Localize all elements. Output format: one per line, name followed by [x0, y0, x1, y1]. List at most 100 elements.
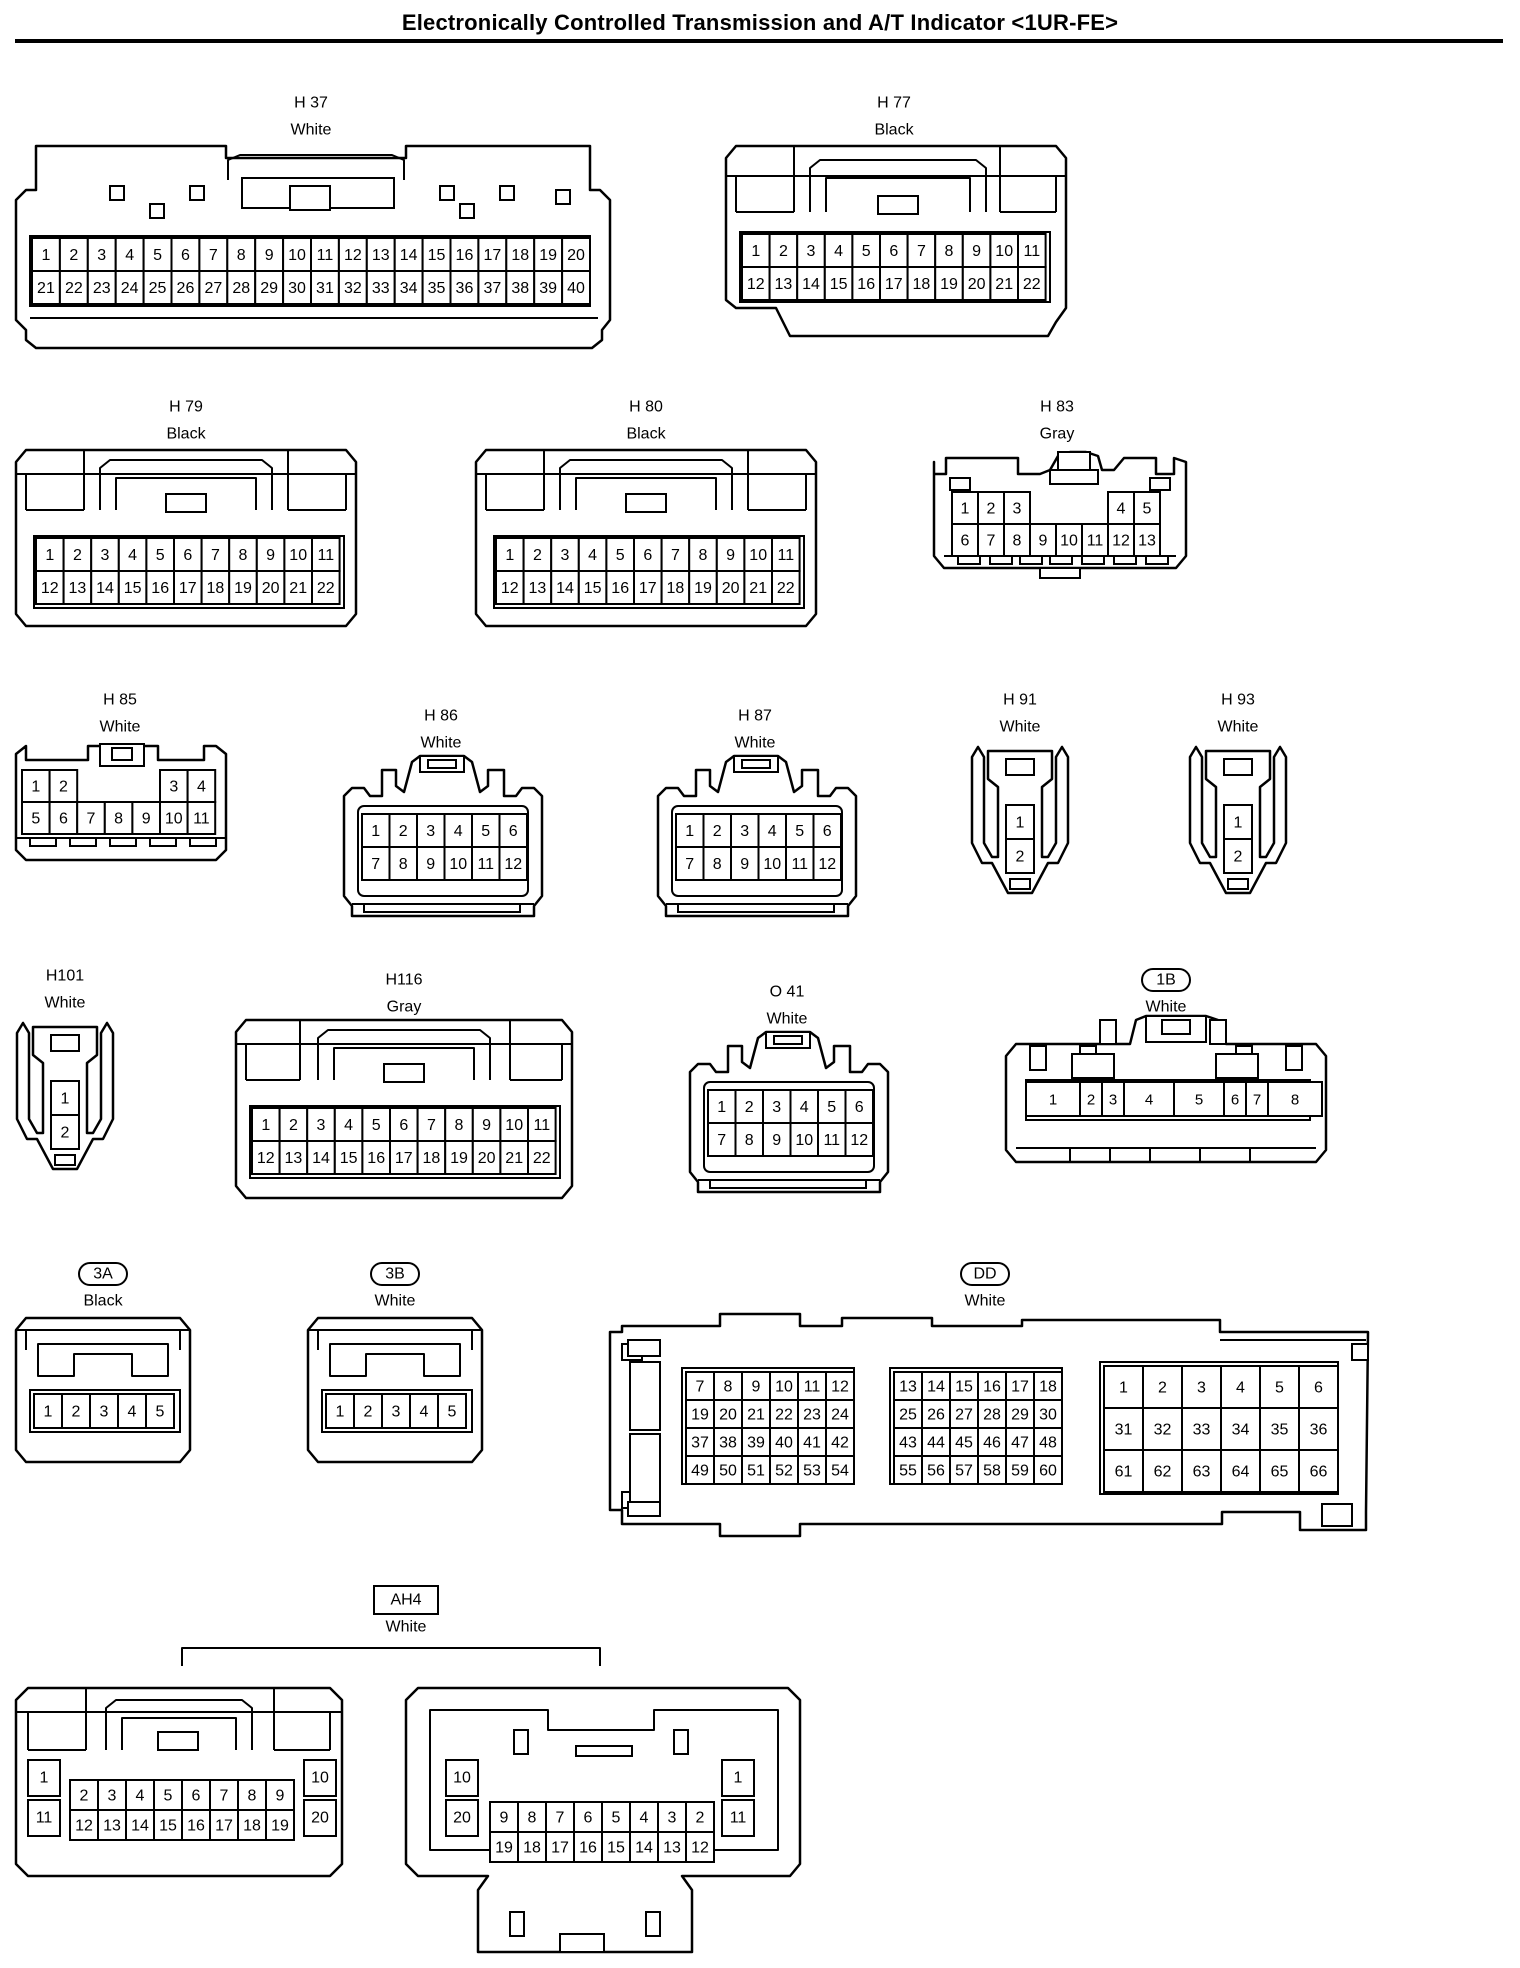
housing-outline	[333, 1047, 475, 1080]
pin-number: 51	[747, 1463, 765, 1480]
pin-number: 14	[96, 580, 114, 597]
latch-tab	[1321, 1503, 1353, 1527]
pin-number: 3	[426, 823, 435, 840]
pin-number: 7	[209, 247, 218, 264]
pin-number: 65	[1271, 1464, 1289, 1481]
pin-number: 9	[772, 1132, 781, 1149]
pin-number: 15	[607, 1840, 625, 1857]
pin-number: 9	[276, 1788, 285, 1805]
housing-outline	[15, 1021, 115, 1171]
connector-color: Gray	[1040, 426, 1075, 443]
pin-number: 2	[69, 247, 78, 264]
latch-tab	[439, 185, 455, 201]
pin-number: 4	[588, 547, 597, 564]
slot	[989, 555, 1013, 565]
housing-part	[111, 747, 133, 761]
pin-number: 10	[775, 1379, 793, 1396]
pin-number: 16	[857, 276, 875, 293]
pin-cell	[471, 1140, 502, 1175]
pin-number: 59	[1011, 1463, 1029, 1480]
pin-number: 3	[740, 823, 749, 840]
pin-number: 3	[108, 1788, 117, 1805]
housing-outline	[608, 1312, 1370, 1538]
pin-number: 37	[691, 1435, 709, 1452]
pin-number: 27	[955, 1407, 973, 1424]
pin-cell	[1267, 1081, 1323, 1117]
pin-number: 31	[1115, 1422, 1133, 1439]
pin-cell	[389, 1107, 419, 1142]
pin-number: 9	[972, 243, 981, 260]
pin-number: 5	[827, 1099, 836, 1116]
pin-number: 13	[285, 1150, 303, 1167]
pin-number: 2	[987, 501, 996, 518]
pin-number: 18	[243, 1818, 261, 1835]
pin-number: 50	[719, 1463, 737, 1480]
connector-color: Black	[626, 426, 666, 443]
pin-number: 12	[831, 1379, 849, 1396]
pin-cell	[921, 1455, 951, 1485]
latch-tab	[157, 1731, 199, 1751]
slot	[1227, 878, 1249, 890]
connector-color: White	[767, 1011, 808, 1028]
pin-number: 12	[818, 856, 836, 873]
slot	[363, 903, 521, 913]
pin-number: 19	[539, 247, 557, 264]
pin-number: 30	[288, 280, 306, 297]
pin-number: 9	[1039, 533, 1048, 550]
connector-id: H 86	[424, 708, 458, 725]
pin-cell	[527, 1140, 557, 1175]
pin-number: 12	[504, 856, 522, 873]
housing-outline	[14, 1686, 344, 1878]
pin-cell	[1103, 1407, 1144, 1451]
pin-cell	[477, 270, 508, 305]
pin-number: 28	[232, 280, 250, 297]
pin-number: 4	[125, 247, 134, 264]
pin-number: 9	[726, 547, 735, 564]
pin-number: 8	[699, 547, 708, 564]
pin-cell	[153, 1809, 183, 1841]
pin-number: 12	[41, 580, 59, 597]
pin-number: 11	[791, 856, 808, 873]
pin-number: 13	[69, 580, 87, 597]
pin-number: 3	[1109, 1092, 1117, 1109]
pin-number: 18	[511, 247, 529, 264]
pin-number: 17	[215, 1818, 233, 1835]
pin-number: 10	[165, 811, 183, 828]
pin-number: 35	[1271, 1422, 1289, 1439]
pin-number: 16	[456, 247, 474, 264]
pin-cell	[1017, 266, 1047, 301]
pin-cell	[61, 1393, 91, 1429]
pin-number: 47	[1011, 1435, 1029, 1452]
housing-outline	[342, 754, 544, 918]
connector-color: White	[375, 1293, 416, 1310]
pin-number: 22	[533, 1150, 551, 1167]
pin-number: 19	[495, 1840, 513, 1857]
pin-number: 5	[862, 243, 871, 260]
pin-number: 16	[579, 1840, 597, 1857]
pin-number: 11	[193, 811, 210, 828]
pin-number: 15	[340, 1150, 358, 1167]
pin-number: 14	[312, 1150, 330, 1167]
pin-number: 7	[917, 243, 926, 260]
pin-number: 15	[428, 247, 446, 264]
pin-number: 8	[237, 247, 246, 264]
pin-number: 1	[1049, 1092, 1057, 1109]
pin-number: 7	[987, 533, 996, 550]
pin-number: 18	[423, 1150, 441, 1167]
pin-number: 4	[136, 1788, 145, 1805]
slot	[1019, 555, 1043, 565]
pin-cell	[906, 233, 937, 268]
latch-tab	[149, 203, 165, 219]
pin-number: 2	[1158, 1380, 1167, 1397]
pin-number: 6	[961, 533, 970, 550]
pin-cell	[1142, 1449, 1183, 1493]
pin-number: 5	[31, 811, 40, 828]
pin-number: 35	[428, 280, 446, 297]
pin-number: 10	[453, 1770, 471, 1787]
pin-number: 5	[153, 247, 162, 264]
pin-number: 10	[763, 856, 781, 873]
housing-outline	[306, 1316, 484, 1464]
pin-number: 1	[717, 1099, 726, 1116]
